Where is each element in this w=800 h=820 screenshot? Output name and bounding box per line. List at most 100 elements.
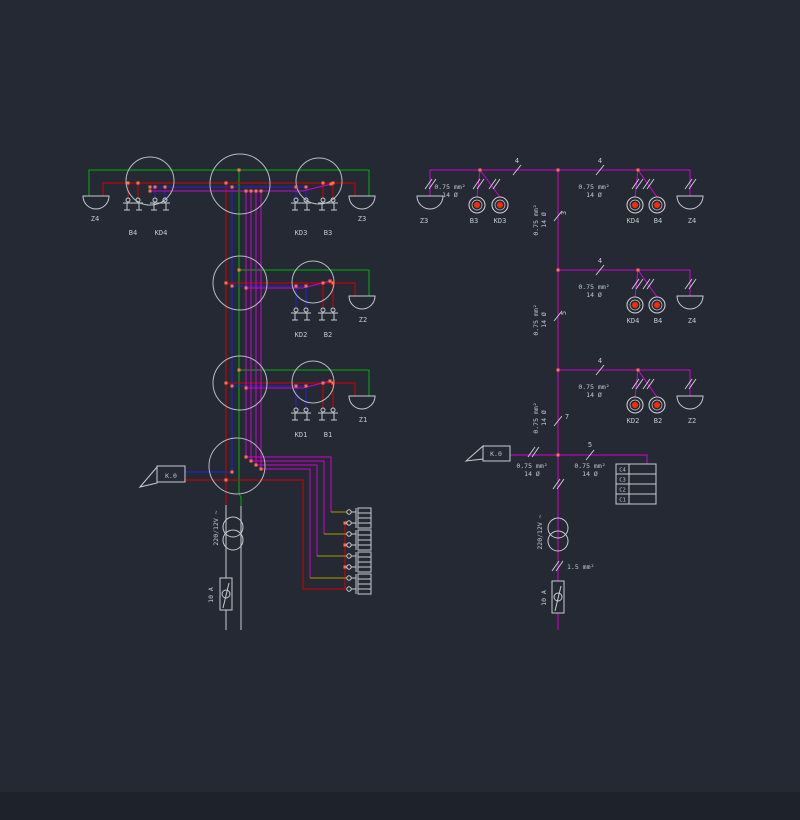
- statusbar-area: [0, 792, 800, 820]
- wire-count: 4: [598, 357, 602, 365]
- label-b4: B4: [654, 217, 662, 225]
- transformer-label: 220/12V ~: [536, 514, 544, 549]
- right-diagram: 4 4 4 4 3 5 7 5 0.75 mm² 14 Ø 0.75 mm² 1…: [416, 157, 704, 630]
- fuse-symbol: [219, 577, 233, 611]
- lamp-symbol-z3: [416, 195, 444, 210]
- wire-blue: [150, 186, 307, 473]
- conduit-mark: [642, 178, 655, 190]
- pushbutton-kd4-row2: [626, 296, 644, 314]
- label-b3: B3: [470, 217, 478, 225]
- conduit-mark: [631, 178, 644, 190]
- lamp-symbol-z2: [676, 395, 704, 410]
- label-z1: Z1: [359, 416, 367, 424]
- lamp-symbol-z3: [348, 195, 376, 210]
- pushbutton-b2: [648, 396, 666, 414]
- button-stand-kd3: [290, 197, 312, 211]
- conduit-spec: 14 Ø: [524, 470, 540, 478]
- wire-green: [88, 169, 370, 506]
- label-kd3: KD3: [295, 229, 308, 237]
- label-kd1: KD1: [295, 431, 308, 439]
- cable-spec: 0.75 mm²: [516, 462, 547, 470]
- bell-symbol: [346, 551, 372, 573]
- pushbutton-b3: [468, 196, 486, 214]
- label-b4-row2: B4: [654, 317, 662, 325]
- button-stand-kd2: [290, 307, 312, 321]
- label-z2: Z2: [359, 316, 367, 324]
- label-b1: B1: [324, 431, 332, 439]
- pushbutton-kd3: [491, 196, 509, 214]
- label-z2: Z2: [688, 417, 696, 425]
- label-z3: Z3: [420, 217, 428, 225]
- pushbutton-kd4: [626, 196, 644, 214]
- cable-spec: 0.75 mm²: [574, 462, 605, 470]
- k0-label: K.0: [490, 450, 502, 458]
- conduit-spec: 14 Ø: [582, 470, 598, 478]
- terminal-block: C4 C3 C2 C1: [615, 463, 657, 505]
- button-stand-kd4: [149, 197, 171, 211]
- bell-symbol: [346, 529, 372, 551]
- connection-nodes: [478, 168, 640, 457]
- wire-count: 4: [598, 157, 602, 165]
- label-kd3: KD3: [494, 217, 507, 225]
- bell-symbol: [346, 573, 372, 595]
- conduit-mark: [631, 378, 644, 390]
- wire-count: 5: [588, 441, 592, 449]
- conduit-spec: 14 Ø: [586, 291, 602, 299]
- label-kd4: KD4: [155, 229, 168, 237]
- label-b3: B3: [324, 229, 332, 237]
- junction-box-circle: [125, 156, 175, 206]
- wire-count: 4: [515, 157, 519, 165]
- wire-count: 3: [560, 211, 568, 215]
- label-z4: Z4: [688, 217, 696, 225]
- junction-box-circle: [212, 255, 268, 311]
- button-stand-b4: [122, 197, 144, 211]
- button-stand-b2: [317, 307, 339, 321]
- terminal-label: C2: [619, 488, 626, 494]
- conduit-mark: [642, 278, 655, 290]
- conduit-spec: 14 Ø: [586, 191, 602, 199]
- terminal-label: C4: [619, 468, 626, 474]
- junction-box-circle: [208, 437, 266, 495]
- label-z4: Z4: [91, 215, 99, 223]
- lamp-symbol-z4: [676, 195, 704, 210]
- conduit-spec: 14 Ø: [540, 312, 548, 328]
- wire-count: 7: [565, 413, 569, 421]
- label-kd4: KD4: [627, 217, 640, 225]
- label-z3: Z3: [358, 215, 366, 223]
- label-kd2: KD2: [295, 331, 308, 339]
- pushbutton-b4-row2: [648, 296, 666, 314]
- bell-symbol: [346, 507, 372, 529]
- conduit-spec: 14 Ø: [540, 410, 548, 426]
- terminal-label: C3: [619, 478, 626, 484]
- wire-mains: [225, 505, 242, 630]
- pushbutton-b4: [648, 196, 666, 214]
- fuse-label: 10 A: [207, 587, 215, 603]
- wire-yellow: [310, 511, 347, 579]
- fuse-label: 10 A: [540, 590, 548, 606]
- conduit-spec: 14 Ø: [586, 391, 602, 399]
- conduit-mark: [642, 378, 655, 390]
- label-kd4-row2: KD4: [627, 317, 640, 325]
- conduit-spec: 14 Ø: [540, 212, 548, 228]
- label-b2: B2: [324, 331, 332, 339]
- wire-magenta: [150, 183, 332, 578]
- label-z4-row2: Z4: [688, 317, 696, 325]
- label-b4: B4: [129, 229, 137, 237]
- k0-flag: K.0: [138, 465, 186, 488]
- cable-spec: 0.75 mm²: [434, 183, 465, 191]
- wire-count: 5: [560, 311, 568, 315]
- label-b2: B2: [654, 417, 662, 425]
- junction-box-circle: [212, 355, 268, 411]
- conduit-mark: [631, 278, 644, 290]
- label-kd2: KD2: [627, 417, 640, 425]
- cable-spec: 0.75 mm²: [532, 304, 540, 335]
- k0-flag: K.0: [464, 444, 511, 462]
- cable-spec: 0.75 mm²: [532, 402, 540, 433]
- junction-box-circle: [295, 157, 343, 205]
- lamp-symbol-z1: [348, 395, 376, 410]
- lamp-symbol-z4: [82, 195, 110, 210]
- cable-spec: 0.75 mm²: [532, 204, 540, 235]
- wire-count: 4: [598, 257, 602, 265]
